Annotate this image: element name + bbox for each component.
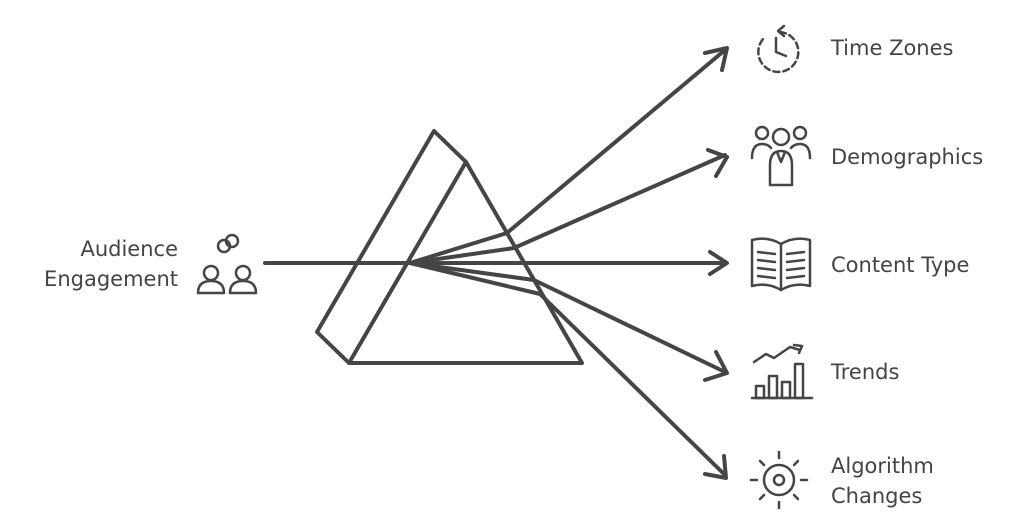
gear-icon xyxy=(749,450,809,510)
source-label-line2: Engagement xyxy=(44,267,178,291)
people-icon xyxy=(196,233,258,295)
ray-algorithm xyxy=(408,261,727,477)
source-label-line1: Audience xyxy=(80,237,178,261)
ray-demographics xyxy=(408,153,727,265)
ray-trends xyxy=(408,261,727,374)
outgoing-rays xyxy=(408,48,727,477)
group-icon xyxy=(750,125,812,187)
algorithm-label-line2: Changes xyxy=(831,484,923,508)
trend-chart-icon xyxy=(750,343,814,400)
clock-icon xyxy=(757,24,800,74)
output-label-content-type: Content Type xyxy=(831,253,970,277)
output-label-time-zones: Time Zones xyxy=(831,36,954,60)
prism xyxy=(315,129,584,365)
output-label-algorithm-changes: Algorithm Changes xyxy=(831,451,934,511)
arrowheads xyxy=(703,46,729,480)
algorithm-label-line1: Algorithm xyxy=(831,454,934,478)
ray-time-zones xyxy=(408,48,727,265)
book-icon xyxy=(750,237,812,292)
output-label-trends: Trends xyxy=(831,360,900,384)
output-label-demographics: Demographics xyxy=(831,145,984,169)
source-label: Audience Engagement xyxy=(44,234,178,294)
